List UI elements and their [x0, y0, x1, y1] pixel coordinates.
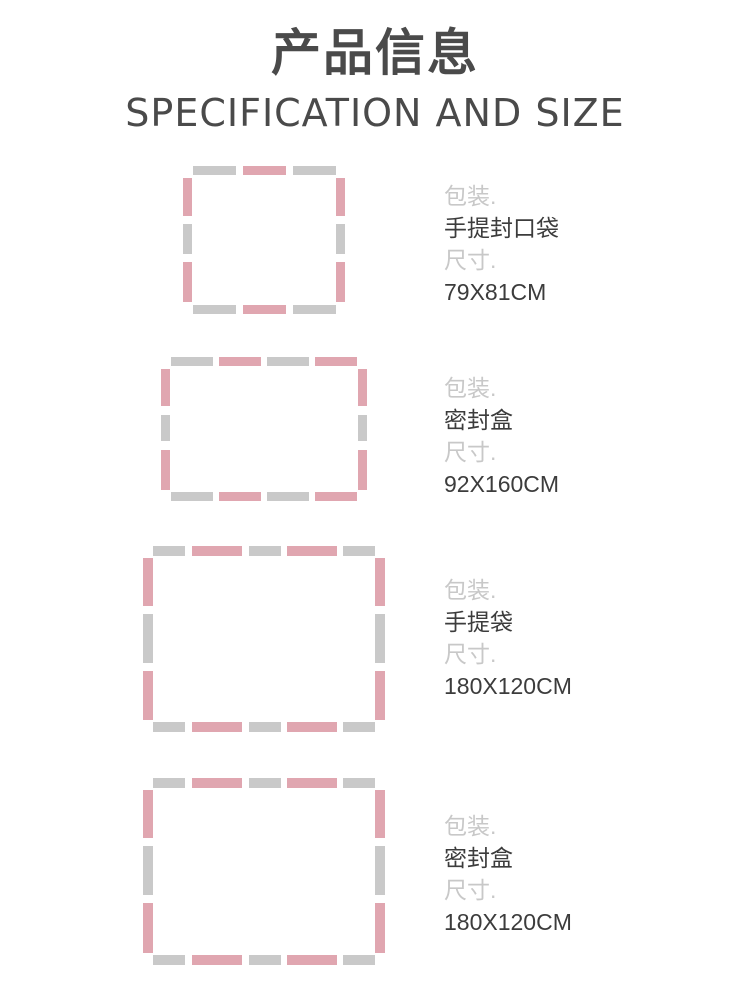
size-label: 尺寸. [444, 247, 497, 273]
frame-dash [153, 955, 185, 965]
frame-dash [153, 546, 185, 556]
pack-label: 包装. [444, 375, 497, 401]
frame-dash [171, 357, 213, 366]
frame-dash [183, 224, 192, 254]
frame-dash [249, 546, 281, 556]
info-block-1: 包装. 手提封口袋 尺寸. 79X81CM [444, 180, 559, 308]
dashed-frame-1 [183, 166, 345, 314]
size-value: 92X160CM [444, 471, 560, 497]
frame-dash [161, 450, 170, 490]
size-label: 尺寸. [444, 439, 497, 465]
frame-dash [293, 305, 336, 314]
page-title-cn: 产品信息 [271, 24, 479, 82]
frame-dash [143, 614, 153, 663]
frame-dash [183, 178, 192, 216]
frame-dash [343, 955, 375, 965]
dashed-frame-2 [161, 357, 367, 501]
frame-dash [336, 224, 345, 254]
size-label: 尺寸. [444, 877, 497, 903]
frame-dash [287, 546, 337, 556]
frame-dash [171, 492, 213, 501]
frame-dash [192, 722, 242, 732]
frame-dash [161, 415, 170, 441]
size-label: 尺寸. [444, 641, 497, 667]
page-title-en: SPECIFICATION AND SIZE [125, 91, 625, 135]
frame-dash [358, 450, 367, 490]
frame-dash [143, 671, 153, 720]
pack-value: 手提封口袋 [444, 215, 559, 241]
pack-label: 包装. [444, 813, 497, 839]
frame-dash [183, 262, 192, 302]
frame-dash [192, 778, 242, 788]
frame-dash [375, 614, 385, 663]
frame-dash [143, 903, 153, 953]
size-value: 79X81CM [444, 279, 547, 305]
info-block-4: 包装. 密封盒 尺寸. 180X120CM [444, 810, 572, 938]
size-outline-1 [183, 166, 345, 314]
frame-dash [249, 778, 281, 788]
frame-dash [375, 558, 385, 606]
size-outline-2 [161, 357, 367, 501]
frame-dash [192, 955, 242, 965]
frame-dash [315, 492, 357, 501]
frame-dash [143, 790, 153, 838]
frame-dash [243, 305, 286, 314]
frame-dash [358, 369, 367, 406]
frame-dash [243, 166, 286, 175]
frame-dash [161, 369, 170, 406]
pack-label: 包装. [444, 577, 497, 603]
frame-dash [343, 778, 375, 788]
frame-dash [192, 546, 242, 556]
frame-dash [375, 790, 385, 838]
frame-dash [375, 846, 385, 895]
frame-dash [315, 357, 357, 366]
frame-dash [267, 492, 309, 501]
frame-dash [293, 166, 336, 175]
frame-dash [287, 778, 337, 788]
frame-dash [375, 903, 385, 953]
frame-dash [153, 778, 185, 788]
frame-dash [287, 722, 337, 732]
frame-dash [249, 955, 281, 965]
frame-dash [358, 415, 367, 441]
frame-dash [219, 492, 261, 501]
frame-dash [143, 846, 153, 895]
dashed-frame-3 [143, 546, 385, 732]
frame-dash [193, 166, 236, 175]
size-outline-4 [143, 778, 385, 965]
frame-dash [219, 357, 261, 366]
frame-dash [249, 722, 281, 732]
pack-value: 密封盒 [444, 407, 513, 433]
frame-dash [375, 671, 385, 720]
frame-dash [153, 722, 185, 732]
pack-value: 密封盒 [444, 845, 513, 871]
info-block-2: 包装. 密封盒 尺寸. 92X160CM [444, 372, 559, 500]
size-value: 180X120CM [444, 909, 572, 935]
frame-dash [336, 178, 345, 216]
pack-value: 手提袋 [444, 609, 513, 635]
frame-dash [336, 262, 345, 302]
size-value: 180X120CM [444, 673, 572, 699]
size-outline-3 [143, 546, 385, 732]
pack-label: 包装. [444, 183, 497, 209]
frame-dash [143, 558, 153, 606]
dashed-frame-4 [143, 778, 385, 965]
info-block-3: 包装. 手提袋 尺寸. 180X120CM [444, 574, 572, 702]
frame-dash [267, 357, 309, 366]
frame-dash [287, 955, 337, 965]
frame-dash [193, 305, 236, 314]
frame-dash [343, 546, 375, 556]
frame-dash [343, 722, 375, 732]
